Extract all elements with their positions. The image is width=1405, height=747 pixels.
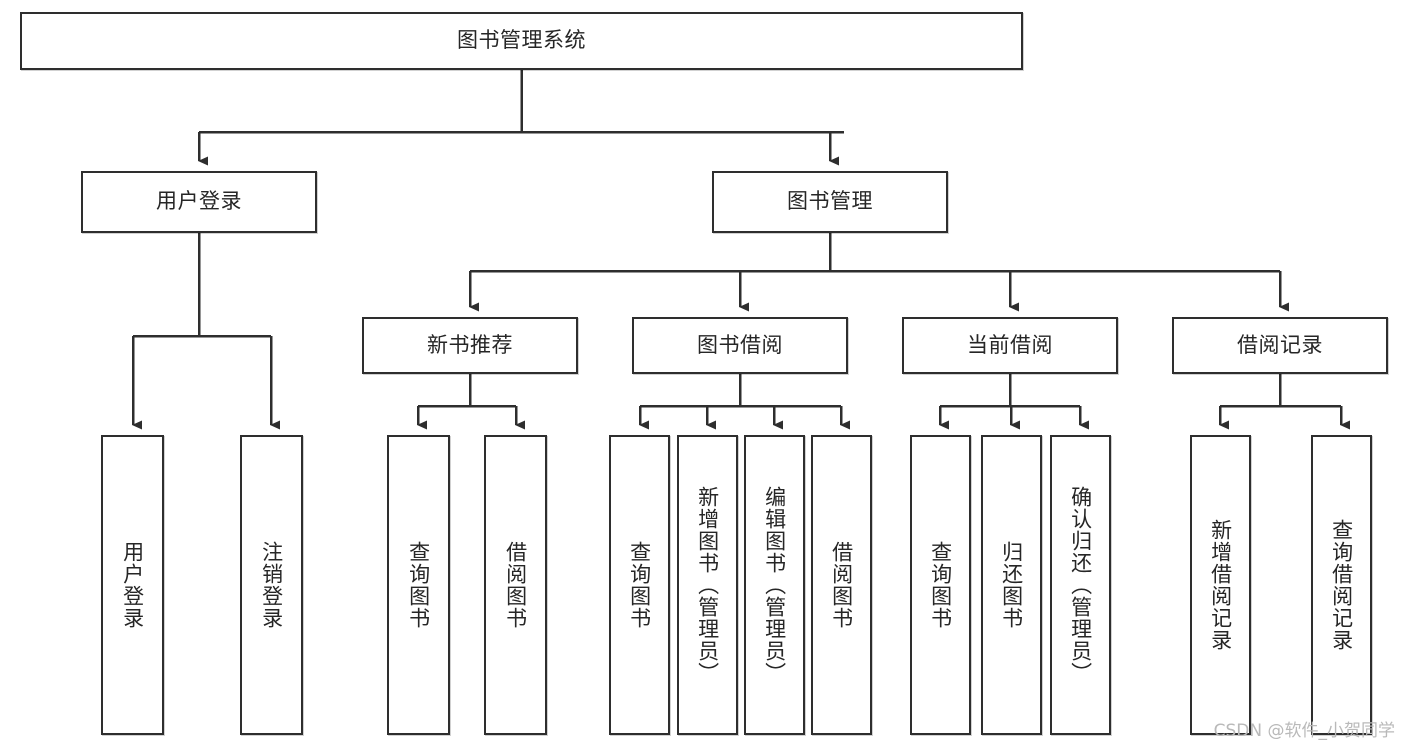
node-label: 编辑图书（管理员）: [762, 486, 787, 684]
node-label: 新增图书（管理员）: [695, 486, 720, 684]
node-book-borrow[interactable]: 图书借阅: [632, 317, 848, 374]
leaf-edit-book-admin[interactable]: 编辑图书（管理员）: [744, 435, 805, 735]
node-label: 当前借阅: [967, 332, 1053, 357]
node-label: 确认归还（管理员）: [1068, 486, 1093, 684]
node-label: 用户登录: [156, 189, 242, 214]
leaf-query-borrow-record[interactable]: 查询借阅记录: [1311, 435, 1372, 735]
node-label: 图书管理: [787, 189, 873, 214]
node-label: 归还图书: [999, 541, 1024, 629]
node-label: 图书借阅: [697, 332, 783, 357]
node-label: 查询借阅记录: [1329, 519, 1354, 651]
node-new-book-recommend[interactable]: 新书推荐: [362, 317, 578, 374]
leaf-query-books-current[interactable]: 查询图书: [910, 435, 971, 735]
leaf-confirm-return-admin[interactable]: 确认归还（管理员）: [1050, 435, 1111, 735]
node-system-root[interactable]: 图书管理系统: [20, 12, 1023, 70]
leaf-add-book-admin[interactable]: 新增图书（管理员）: [677, 435, 738, 735]
node-label: 用户登录: [120, 541, 145, 629]
node-label: 新书推荐: [427, 332, 513, 357]
node-current-borrow[interactable]: 当前借阅: [902, 317, 1118, 374]
node-user-login[interactable]: 用户登录: [81, 171, 317, 233]
leaf-add-borrow-record[interactable]: 新增借阅记录: [1190, 435, 1251, 735]
leaf-return-books[interactable]: 归还图书: [981, 435, 1042, 735]
leaf-query-books-borrow[interactable]: 查询图书: [609, 435, 670, 735]
node-book-management[interactable]: 图书管理: [712, 171, 948, 233]
leaf-query-books-recommend[interactable]: 查询图书: [387, 435, 450, 735]
leaf-user-login[interactable]: 用户登录: [101, 435, 164, 735]
csdn-watermark: CSDN @软件_小贺同学: [1213, 721, 1395, 741]
node-label: 查询图书: [406, 541, 431, 629]
node-label: 注销登录: [259, 541, 284, 629]
node-label: 查询图书: [627, 541, 652, 629]
node-label: 查询图书: [928, 541, 953, 629]
node-label: 借阅图书: [829, 541, 854, 629]
node-label: 图书管理系统: [457, 28, 586, 53]
node-label: 新增借阅记录: [1208, 519, 1233, 651]
node-borrow-records[interactable]: 借阅记录: [1172, 317, 1388, 374]
node-label: 借阅图书: [503, 541, 528, 629]
leaf-borrow-books[interactable]: 借阅图书: [811, 435, 872, 735]
node-label: 借阅记录: [1237, 332, 1323, 357]
leaf-borrow-books-recommend[interactable]: 借阅图书: [484, 435, 547, 735]
leaf-logout[interactable]: 注销登录: [240, 435, 303, 735]
